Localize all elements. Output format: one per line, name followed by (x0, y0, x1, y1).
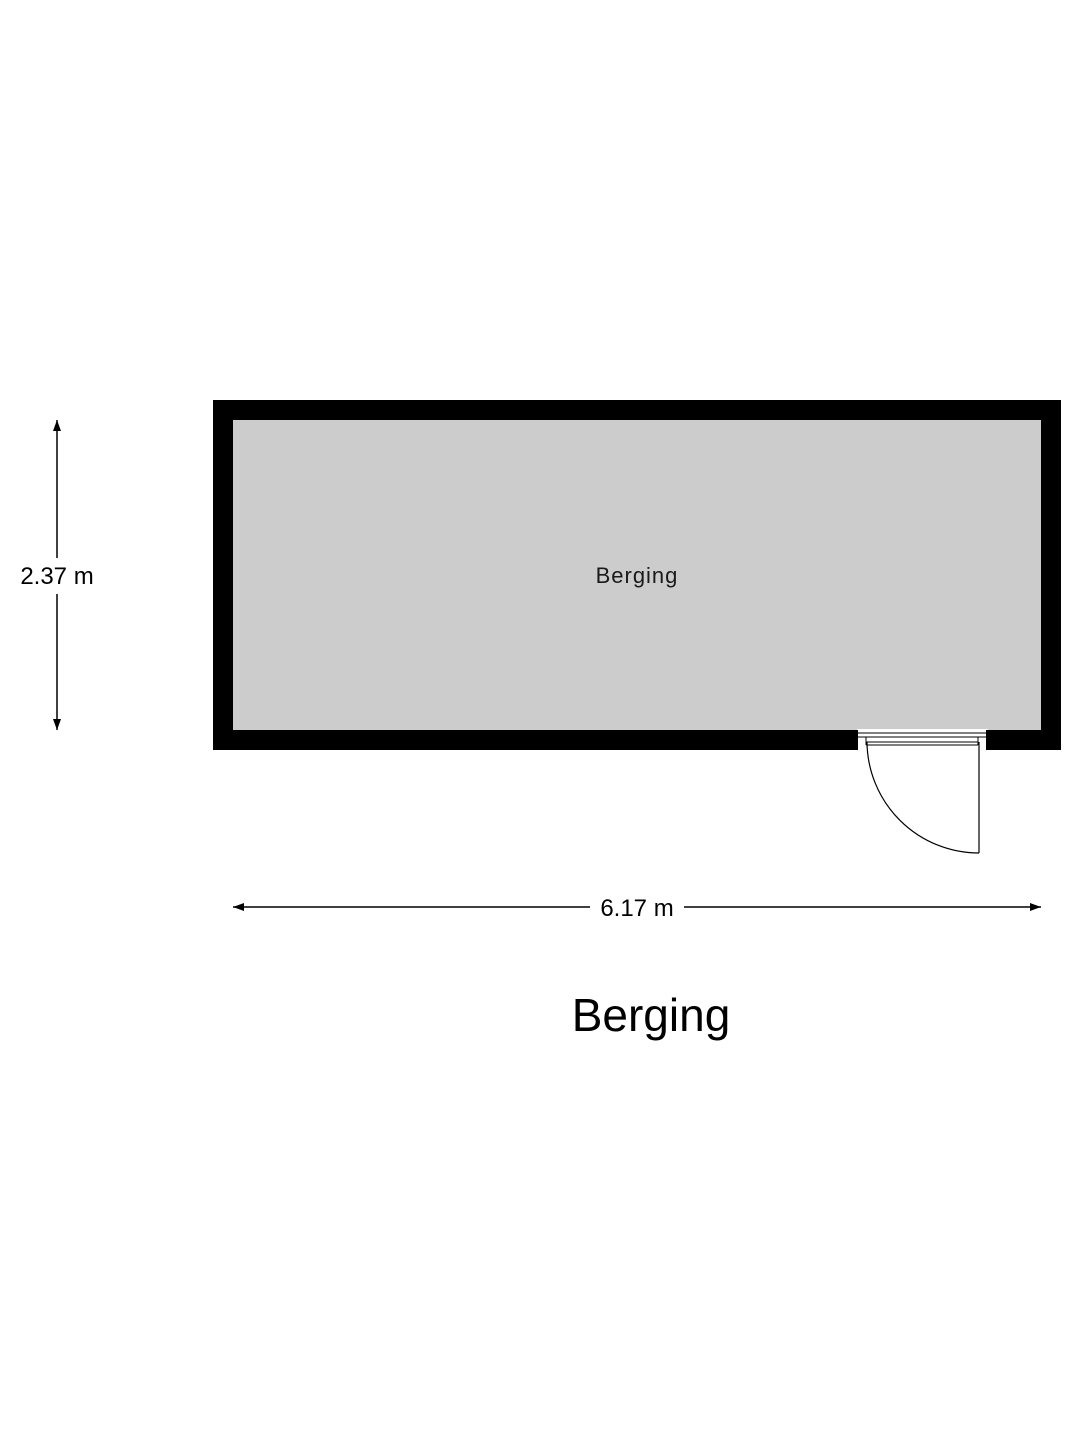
width-dimension-label: 6.17 m (600, 895, 673, 922)
width-dimension: 6.17 m (233, 895, 1041, 922)
wall-end-left (855, 730, 858, 750)
height-dimension-label: 2.37 m (20, 563, 93, 590)
door-opening (857, 729, 988, 751)
room-label: Berging (596, 563, 679, 588)
wall-end-right (986, 730, 989, 750)
height-dimension: 2.37 m (20, 420, 94, 730)
door-threshold (858, 732, 986, 746)
room-berging: Berging (213, 400, 1061, 854)
plan-title: Berging (572, 989, 731, 1041)
door-swing-icon (866, 741, 980, 854)
room-floor (233, 420, 1041, 730)
